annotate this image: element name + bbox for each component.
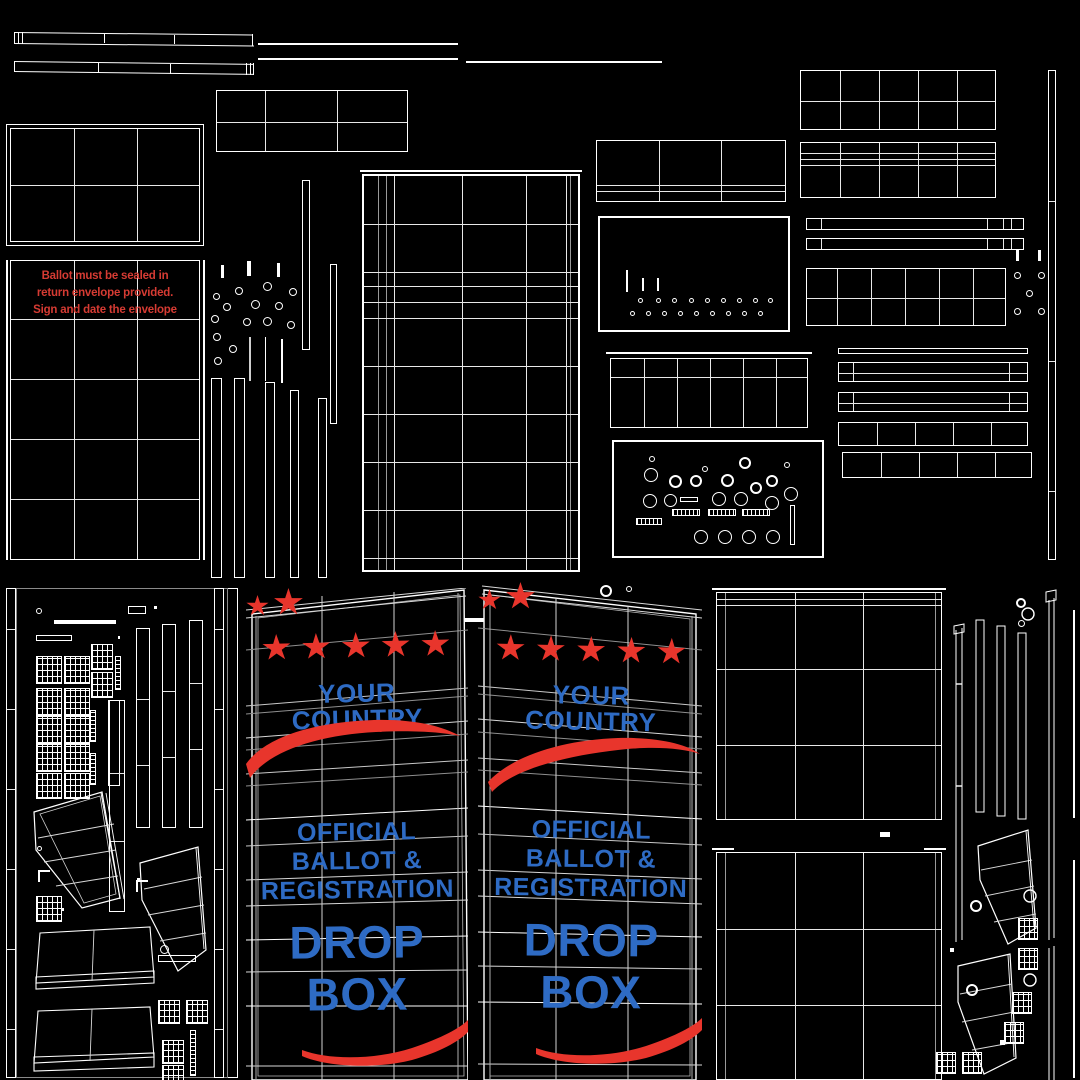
uv-island-panel-r7	[806, 268, 1006, 326]
swoosh-upper-left	[246, 719, 460, 778]
uv-island-panel-m1	[610, 358, 808, 428]
uv-island-edge-rail-left-2	[214, 588, 224, 1078]
drop-box-face-right: YOUR COUNTRY OFFICIAL BALLOT & REGISTRAT…	[478, 582, 702, 1080]
uv-island-hardware-plate	[612, 440, 824, 558]
uv-island-hinge-strip-7	[330, 264, 337, 424]
uv-island-wedge-left-2	[139, 846, 207, 972]
uv-island-hinge-strip-4	[290, 390, 299, 578]
uv-island-back-panel-lower-cap-l	[712, 848, 734, 850]
uv-island-rail-m5	[838, 422, 1028, 446]
uv-island-main-door-topedge	[360, 170, 582, 172]
uv-island-detail-sheet-left-inner	[16, 588, 228, 1078]
uv-island-panel-topleft-border	[6, 124, 204, 246]
uv-island-rail-r5	[806, 218, 1024, 230]
uv-island-panel-r3	[800, 70, 996, 130]
uv-island-small-rail	[442, 618, 504, 622]
uv-island-rail-m6	[842, 452, 1032, 478]
uv-island-panel-r1	[216, 90, 408, 152]
uv-island-rail-m2	[838, 348, 1028, 354]
uv-island-tray-left-1	[35, 926, 155, 990]
uv-island-inner-panel-dots	[598, 216, 790, 332]
uv-island-top-rail-2	[13, 59, 254, 76]
swoosh-upper-right	[488, 737, 700, 792]
uv-island-back-panel-lower-cap-r	[924, 848, 946, 850]
uv-island-hardware-cluster-1	[205, 255, 345, 383]
uv-island-hinge-strip-6	[302, 180, 310, 350]
uv-island-panel-small-tab	[880, 832, 890, 837]
uv-island-back-panel-upper	[716, 592, 942, 820]
uv-island-back-panel-upper-edge	[712, 588, 946, 590]
uv-island-top-rail-1	[13, 31, 254, 48]
uv-island-vent-grilles-left	[6, 588, 238, 1078]
uv-island-rail-m3	[838, 362, 1028, 382]
uv-island-notice-panel	[10, 260, 200, 560]
uv-island-hinge-strip-3	[265, 382, 275, 578]
uv-island-panel-m1-edge	[606, 352, 812, 354]
uv-island-rail-r6	[806, 238, 1024, 250]
uv-island-ring-d	[626, 586, 632, 592]
uv-island-top-rail-3	[258, 43, 458, 45]
uv-island-ring-c	[600, 585, 612, 597]
uv-island-panel-r4	[800, 142, 996, 198]
uv-island-hinge-strip-1	[211, 378, 222, 578]
uv-island-hinge-strip-2	[234, 378, 245, 578]
uv-island-edge-rails-right	[950, 588, 1080, 1080]
uv-island-main-door-panel	[362, 174, 580, 572]
uv-island-tall-pole-1	[1048, 70, 1056, 560]
ballot-instruction-decal: Ballot must be sealed in return envelope…	[33, 270, 177, 316]
uv-island-rail-m4	[838, 392, 1028, 412]
swoosh-lower-left	[302, 1020, 468, 1066]
uv-island-tray-left-2	[33, 1006, 155, 1072]
uv-island-top-rail-3b	[258, 58, 458, 60]
uv-island-wedge-left-1	[33, 791, 125, 909]
uv-island-panel-r2	[596, 140, 786, 202]
uv-island-notice-panel-edge	[203, 260, 205, 560]
uv-island-dot-column-right	[1012, 598, 1042, 648]
uv-island-edge-rail-left	[6, 588, 16, 1078]
uv-island-top-rail-4	[466, 61, 662, 63]
uv-island-panel-topleft	[10, 128, 200, 242]
uv-island-hinge-strip-5	[318, 398, 327, 578]
drop-box-face-left: YOUR COUNTRY OFFICIAL BALLOT & REGISTRAT…	[246, 588, 468, 1080]
uv-island-hardware-cluster-2	[1012, 250, 1056, 330]
uv-island-notice-panel-edge2	[6, 260, 8, 560]
swoosh-lower-right	[536, 1018, 702, 1064]
